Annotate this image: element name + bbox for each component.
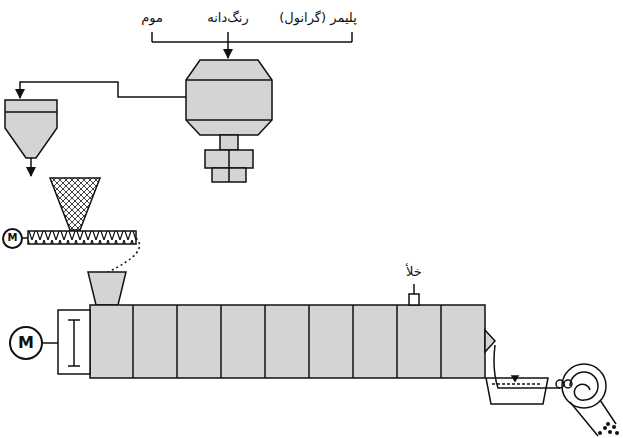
extruder (43, 272, 495, 378)
screw-feeder (21, 178, 140, 272)
port-label: خلأ (406, 264, 422, 280)
motor-letter: M (8, 233, 18, 243)
motor-symbol: M (2, 228, 23, 249)
mixer (186, 60, 272, 182)
motor-letter: M (18, 335, 34, 351)
motor-symbol: M (9, 326, 43, 360)
material-label: موم (141, 10, 163, 26)
material-label: رنگ‌دانه (207, 10, 249, 26)
cooling-bath-pelletizer (486, 345, 619, 436)
material-label: پلیمر (گرانول) (279, 10, 357, 26)
storage-hopper (5, 100, 57, 176)
